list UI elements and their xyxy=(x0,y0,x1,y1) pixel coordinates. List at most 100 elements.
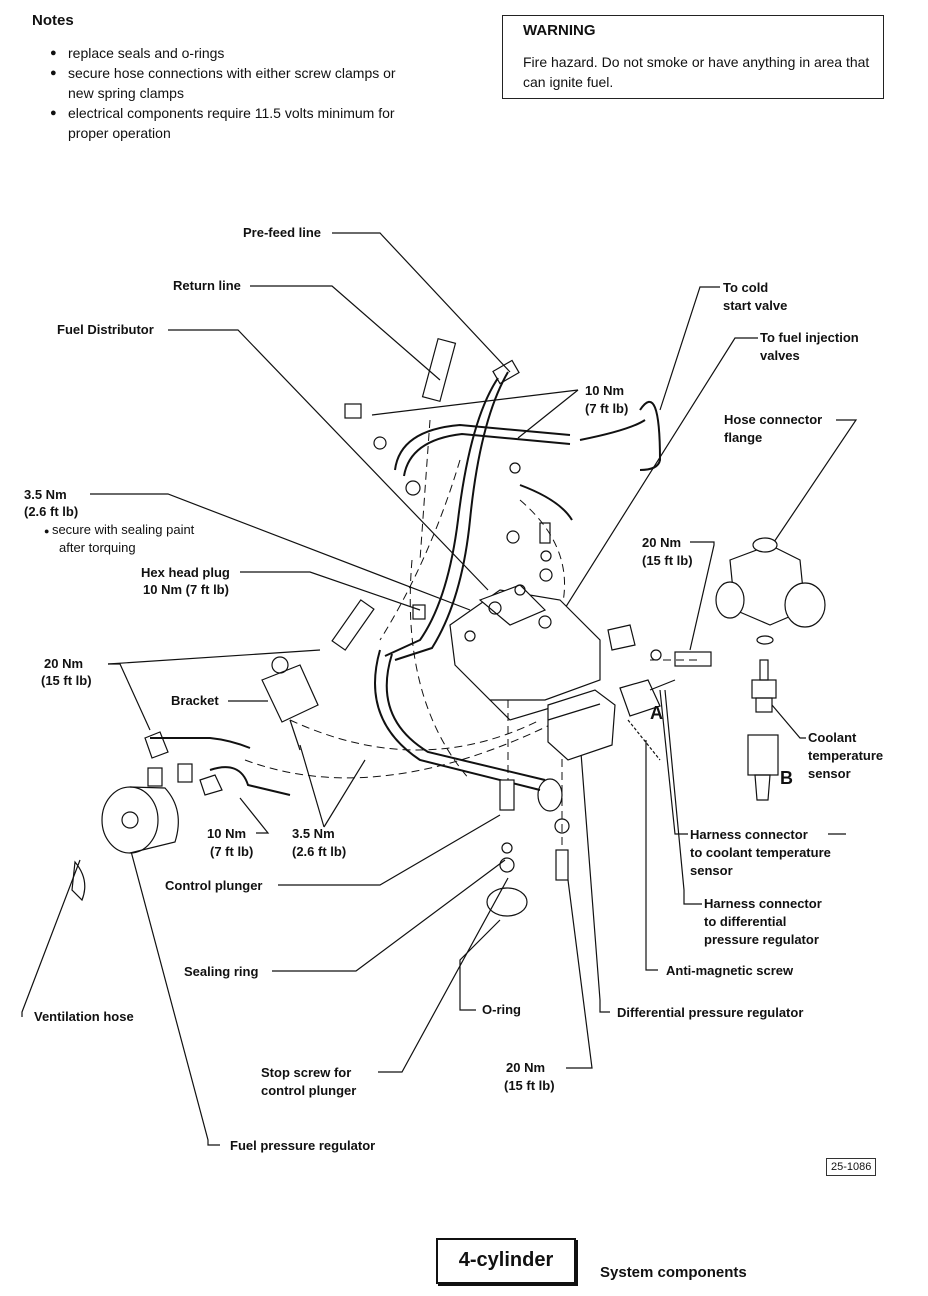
leader-lines xyxy=(21,232,858,1146)
label-bracket: Bracket xyxy=(171,693,219,708)
label-stop-screw-2: control plunger xyxy=(261,1083,357,1098)
label-torque-3-5: 3.5 Nm xyxy=(24,487,67,502)
leader-20nm-left-b xyxy=(108,663,151,731)
leader-ventilation xyxy=(21,859,81,1017)
leader-to-cold xyxy=(659,286,720,411)
label-letter-a: A xyxy=(650,703,663,723)
label-fuel-pressure-regulator: Fuel pressure regulator xyxy=(230,1138,376,1153)
label-torque-3-5-bottom-ft: (2.6 ft lb) xyxy=(292,844,347,859)
leader-20nm-right xyxy=(689,541,715,651)
leader-20nm-bottom xyxy=(566,879,593,1069)
label-torque-10-top-ft: (7 ft lb) xyxy=(585,401,629,416)
fuel-distributor-drawing xyxy=(449,584,601,721)
label-sealing-paint: secure with sealing paint xyxy=(44,521,194,540)
leader-sealing-ring xyxy=(272,859,506,972)
label-harness-diff-2: to differential xyxy=(704,914,787,929)
leader-10nm-top-a xyxy=(371,389,579,416)
note-item: replace seals and o-rings xyxy=(50,43,398,63)
label-letter-b: B xyxy=(780,768,793,788)
notes-title: Notes xyxy=(32,12,74,29)
leader-stop-screw xyxy=(378,877,509,1073)
label-hose-flange-2: flange xyxy=(724,430,763,445)
label-torque-10: 10 Nm xyxy=(207,826,247,841)
engine-label-box: 4-cylinder xyxy=(436,1238,576,1284)
leader-hex-head xyxy=(240,571,421,611)
label-hex-head-torque: 10 Nm (7 ft lb) xyxy=(143,582,229,597)
leader-control-plunger xyxy=(278,814,501,886)
label-torque-3-5-bottom: 3.5 Nm xyxy=(292,826,335,841)
label-anti-magnetic-screw: Anti-magnetic screw xyxy=(666,963,794,978)
label-ventilation-hose: Ventilation hose xyxy=(34,1009,134,1024)
leader-to-injection xyxy=(544,337,758,641)
fuel-lines xyxy=(150,371,662,796)
label-pre-feed-line: Pre-feed line xyxy=(243,225,322,240)
label-hex-head-plug: Hex head plug xyxy=(141,565,230,580)
leader-anti-magnetic xyxy=(645,740,658,971)
leader-harness-diff xyxy=(664,689,702,905)
figure-number: 25-1086 xyxy=(826,1158,877,1176)
label-torque-20-right: 20 Nm xyxy=(642,535,682,550)
notes-list: replace seals and o-rings secure hose co… xyxy=(50,43,398,143)
label-harness-diff-3: pressure regulator xyxy=(704,932,819,947)
label-coolant-3: sensor xyxy=(808,766,851,781)
leader-3-5-bottom xyxy=(299,744,325,828)
label-diff-pressure-regulator: Differential pressure regulator xyxy=(617,1005,804,1020)
label-sealing-ring: Sealing ring xyxy=(184,964,259,979)
label-o-ring: O-ring xyxy=(482,1002,521,1017)
small-parts xyxy=(71,337,712,917)
note-item: electrical components require 11.5 volts… xyxy=(50,103,398,143)
label-sealing-paint-2: after torquing xyxy=(59,540,136,555)
label-control-plunger: Control plunger xyxy=(165,878,263,893)
leader-pre-feed xyxy=(332,232,511,373)
fuel-pressure-regulator-drawing xyxy=(101,763,193,854)
bracket-drawing xyxy=(261,656,319,751)
label-return-line: Return line xyxy=(173,278,241,293)
label-coolant-1: Coolant xyxy=(808,730,857,745)
leader-3-5-nm xyxy=(90,493,471,611)
label-torque-20-right-ft: (15 ft lb) xyxy=(642,553,693,568)
leader-3-5-bottom-b xyxy=(323,759,366,828)
leader-o-ring xyxy=(459,919,501,1011)
label-torque-20-bottom: 20 Nm xyxy=(506,1060,546,1075)
label-to-injection-1: To fuel injection xyxy=(760,330,859,345)
leader-10nm-bottom xyxy=(239,797,270,834)
leader-20nm-left-a xyxy=(107,649,321,665)
label-torque-10-ft: (7 ft lb) xyxy=(210,844,254,859)
page-caption: System components xyxy=(600,1264,747,1281)
label-hose-flange-1: Hose connector xyxy=(724,412,823,427)
coolant-sensor-drawing xyxy=(747,659,779,801)
label-to-injection-2: valves xyxy=(760,348,800,363)
diff-pressure-regulator-drawing xyxy=(547,689,616,761)
leader-fuel-distributor xyxy=(168,329,489,591)
label-to-cold-2: start valve xyxy=(723,298,788,313)
leader-coolant xyxy=(771,704,806,739)
warning-text: Fire hazard. Do not smoke or have anythi… xyxy=(523,54,870,90)
leader-hose-flange xyxy=(771,419,858,546)
label-torque-20-left-ft: (15 ft lb) xyxy=(41,673,92,688)
warning-title: WARNING xyxy=(523,22,596,39)
leader-return xyxy=(250,285,441,381)
label-harness-coolant-1: Harness connector xyxy=(690,827,808,842)
label-sealing-paint-text: secure with sealing paint xyxy=(51,522,195,537)
leader-fuel-pressure-reg xyxy=(127,839,220,1146)
label-harness-coolant-3: sensor xyxy=(690,863,733,878)
leader-harness-coolant-b xyxy=(659,689,688,835)
label-harness-coolant-2: to coolant temperature xyxy=(690,845,831,860)
engine-label: 4-cylinder xyxy=(458,1249,554,1271)
label-stop-screw-1: Stop screw for xyxy=(261,1065,352,1080)
harness-connector-drawing xyxy=(619,679,676,761)
label-torque-3-5-ft: (2.6 ft lb) xyxy=(24,504,79,519)
label-torque-20-bottom-ft: (15 ft lb) xyxy=(504,1078,555,1093)
leader-diff-pressure xyxy=(579,739,610,1013)
note-item: secure hose connections with either scre… xyxy=(50,63,398,103)
assembly-lines xyxy=(244,419,700,850)
warning-box: WARNING Fire hazard. Do not smoke or hav… xyxy=(502,15,884,99)
label-harness-diff-1: Harness connector xyxy=(704,896,822,911)
leader-10nm-top-b xyxy=(517,389,579,439)
label-coolant-2: temperature xyxy=(808,748,884,763)
label-torque-20-left: 20 Nm xyxy=(44,656,84,671)
hose-flange-drawing xyxy=(715,537,826,645)
label-fuel-distributor: Fuel Distributor xyxy=(57,322,154,337)
label-torque-10-top: 10 Nm xyxy=(585,383,625,398)
